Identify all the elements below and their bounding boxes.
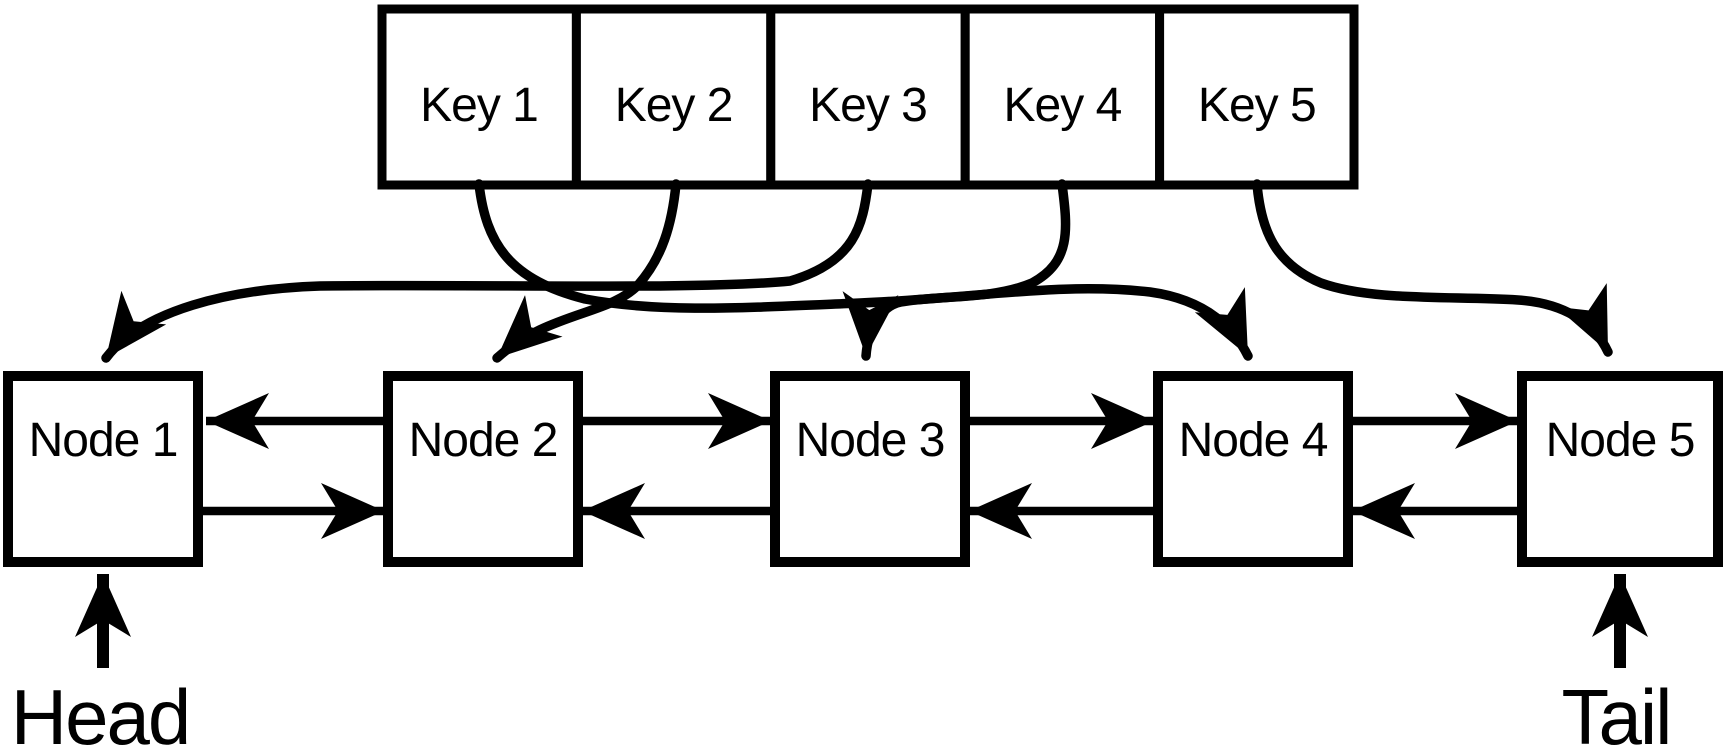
node-list: Node 1 Node 2 Node 3 Node 4 Node 5 (3, 371, 1723, 567)
tail-label: Tail (1561, 673, 1670, 750)
arrow-key5-to-node5 (1252, 179, 1613, 357)
node-box-3 (770, 371, 970, 567)
tail-pointer: Tail (1561, 574, 1673, 750)
arrow-key4-to-node3 (842, 179, 1071, 361)
node-label-2: Node 2 (409, 414, 558, 467)
linked-list-arrows (198, 393, 1522, 539)
key-label-4: Key 4 (1004, 79, 1122, 132)
node-label-1: Node 1 (29, 414, 178, 467)
node-label-4: Node 4 (1179, 414, 1328, 467)
head-label: Head (11, 673, 189, 750)
node-label-3: Node 3 (796, 414, 945, 467)
arrow-key3-to-node1 (101, 179, 873, 363)
key-label-3: Key 3 (809, 79, 927, 132)
node-label-5: Node 5 (1546, 414, 1695, 467)
node-box-4 (1153, 371, 1353, 567)
key-to-node-arrows (101, 179, 1613, 363)
head-pointer: Head (11, 574, 191, 750)
node-box-2 (383, 371, 583, 567)
node-box-5 (1517, 371, 1723, 567)
key-label-5: Key 5 (1198, 79, 1316, 132)
key-label-2: Key 2 (615, 79, 733, 132)
node-box-1 (3, 371, 203, 567)
key-array: Key 1 Key 2 Key 3 Key 4 Key 5 (377, 4, 1359, 190)
key-label-1: Key 1 (420, 79, 538, 132)
